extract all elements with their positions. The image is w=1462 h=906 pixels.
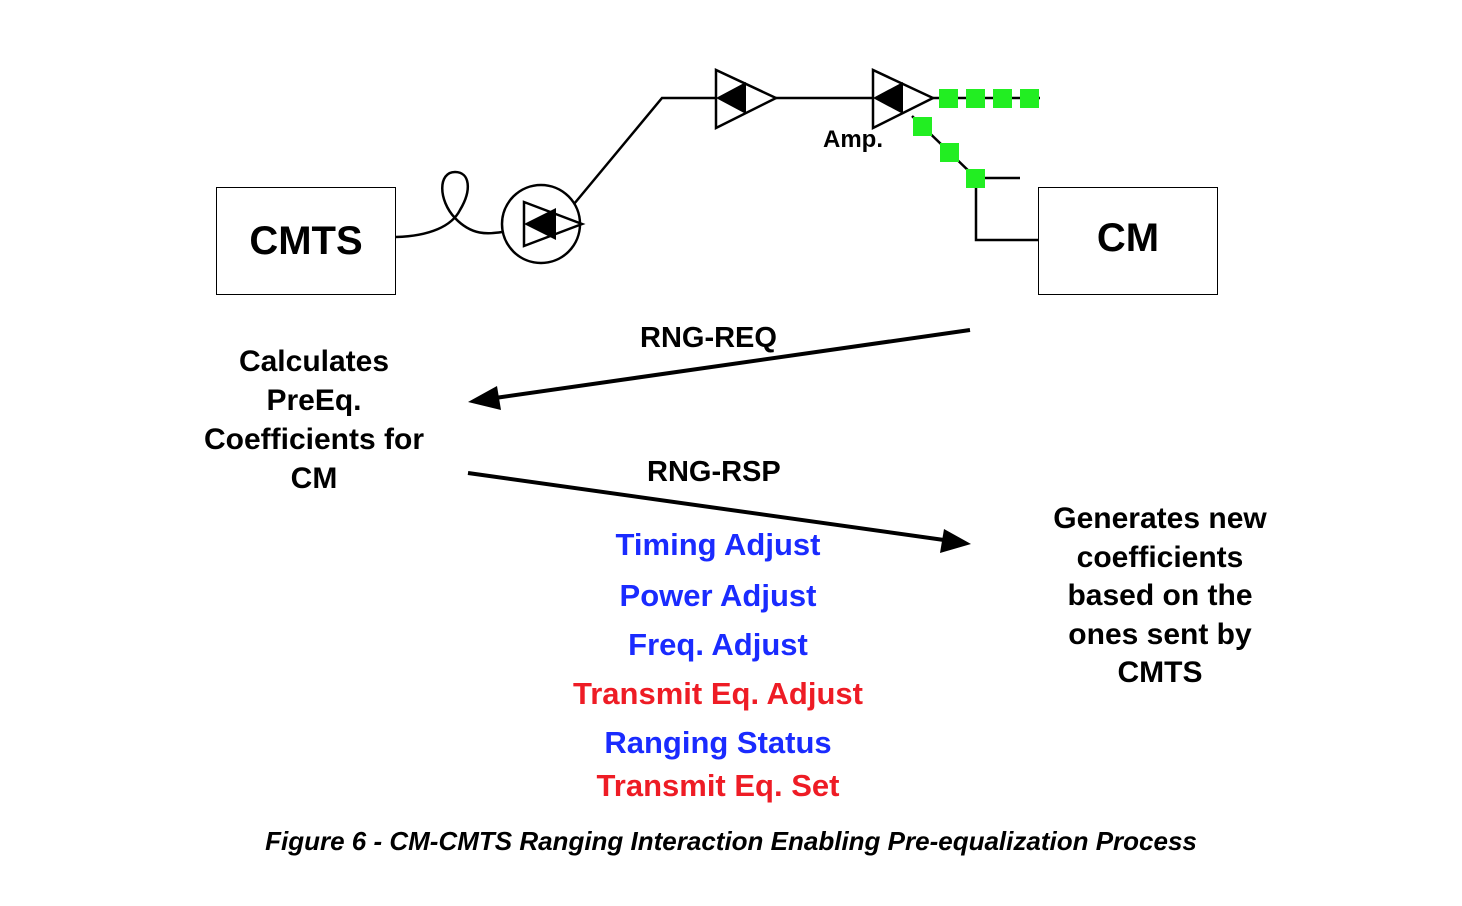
rsp-field-freq-adjust: Freq. Adjust <box>628 627 808 662</box>
cmts-note-line: PreEq. <box>266 384 362 417</box>
amp-label: Amp. <box>823 126 883 153</box>
cm-note-line: coefficients <box>1076 540 1244 574</box>
rsp-field-power-adjust: Power Adjust <box>619 578 817 613</box>
cmts-note-line: Coefficients for <box>203 423 425 456</box>
figure-caption: Figure 6 - CM-CMTS Ranging Interaction E… <box>265 826 1197 856</box>
optical-node-icon <box>500 183 586 265</box>
rng-req-label: RNG-REQ <box>640 322 777 354</box>
cmts-note-line: CM <box>290 462 338 495</box>
amplifier-icon <box>871 68 936 131</box>
cm-note: Generates new coefficients based on the … <box>1010 500 1310 693</box>
tap-icon <box>939 89 958 108</box>
rsp-field-transmit-eq-set: Transmit Eq. Set <box>596 768 840 803</box>
tap-icon <box>1020 89 1039 108</box>
cm-note-line: CMTS <box>1117 656 1203 689</box>
rng-req-arrow <box>494 328 971 400</box>
cm-note-line: based on the <box>1067 579 1253 612</box>
tap-icon <box>966 89 985 108</box>
rng-rsp-label: RNG-RSP <box>647 456 781 488</box>
cm-note-line: ones sent by <box>1068 617 1252 651</box>
cm-label: CM <box>1096 215 1160 260</box>
fiber-coil-line <box>395 170 503 239</box>
cmts-note-line: Calculates <box>238 345 390 378</box>
tap-icon <box>966 169 985 188</box>
rng-rsp-arrow <box>467 471 945 542</box>
amplifier-icon <box>714 68 779 131</box>
cmts-label: CMTS <box>249 218 363 263</box>
trunk-line <box>573 96 716 205</box>
tap-icon <box>940 143 959 162</box>
rng-rsp-arrowhead <box>940 529 971 553</box>
cmts-box: CMTS <box>216 187 396 295</box>
rng-req-arrowhead <box>468 386 501 410</box>
cm-box: CM <box>1038 187 1218 295</box>
tap-icon <box>993 89 1012 108</box>
drop-line <box>974 188 1040 242</box>
cmts-note: Calculates PreEq. Coefficients for CM <box>174 342 454 498</box>
cm-note-line: Generates new <box>1053 502 1267 535</box>
rsp-field-ranging-status: Ranging Status <box>604 725 832 760</box>
rsp-field-transmit-eq-adjust: Transmit Eq. Adjust <box>573 676 863 711</box>
rsp-field-timing-adjust: Timing Adjust <box>615 527 821 562</box>
tap-icon <box>913 117 932 136</box>
